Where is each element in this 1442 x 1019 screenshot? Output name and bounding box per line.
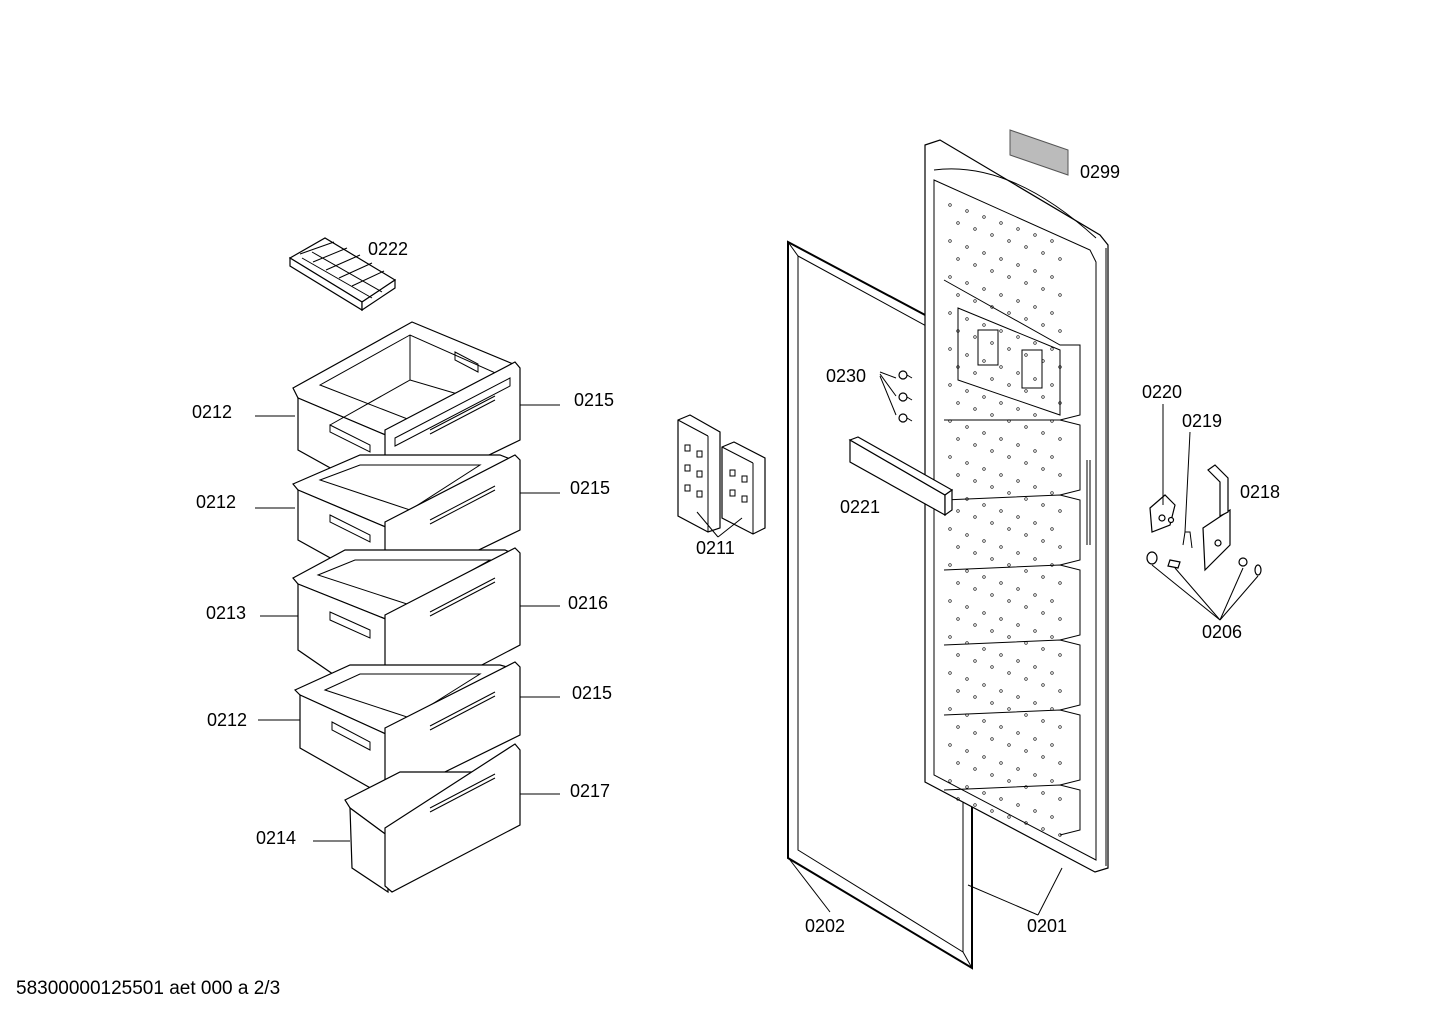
callout-0212: 0212 (207, 710, 247, 730)
callout-0212: 0212 (196, 492, 236, 512)
hinge-bracket-0218 (1202, 464, 1231, 572)
ice-cube-tray (288, 237, 397, 312)
door-panel (924, 139, 1109, 873)
callout-0212: 0212 (192, 402, 232, 422)
rating-sticker (1009, 129, 1069, 176)
screws (879, 370, 913, 423)
callout-0219: 0219 (1182, 411, 1222, 431)
fasteners-0206 (1146, 551, 1262, 576)
drawer-0212-fourth (293, 664, 520, 800)
cold-pack-left (677, 414, 721, 533)
callout-0201: 0201 (1027, 916, 1067, 936)
callout-0217: 0217 (570, 781, 610, 801)
callout-0202: 0202 (805, 916, 845, 936)
leader-lines (255, 404, 1259, 916)
callout-0218: 0218 (1240, 482, 1280, 502)
drawing-reference-number: 58300000125501 aet 000 a 2/3 (16, 978, 281, 999)
callout-0211: 0211 (696, 538, 735, 558)
spring-0219 (1182, 531, 1193, 549)
callout-0213: 0213 (206, 603, 246, 623)
callout-0215: 0215 (572, 683, 612, 703)
callout-0230: 0230 (826, 366, 866, 386)
door-handle (848, 436, 954, 517)
callout-0215: 0215 (574, 390, 614, 410)
callout-0222: 0222 (368, 239, 408, 259)
callout-0206: 0206 (1202, 622, 1242, 642)
cold-pack-right (721, 441, 766, 535)
callout-0220: 0220 (1142, 382, 1182, 402)
drawer-front-0217 (384, 743, 521, 893)
callout-0214: 0214 (256, 828, 296, 848)
callout-0299: 0299 (1080, 162, 1120, 182)
callout-0215: 0215 (570, 478, 610, 498)
callout-0216: 0216 (568, 593, 608, 613)
callout-0221: 0221 (840, 497, 880, 517)
